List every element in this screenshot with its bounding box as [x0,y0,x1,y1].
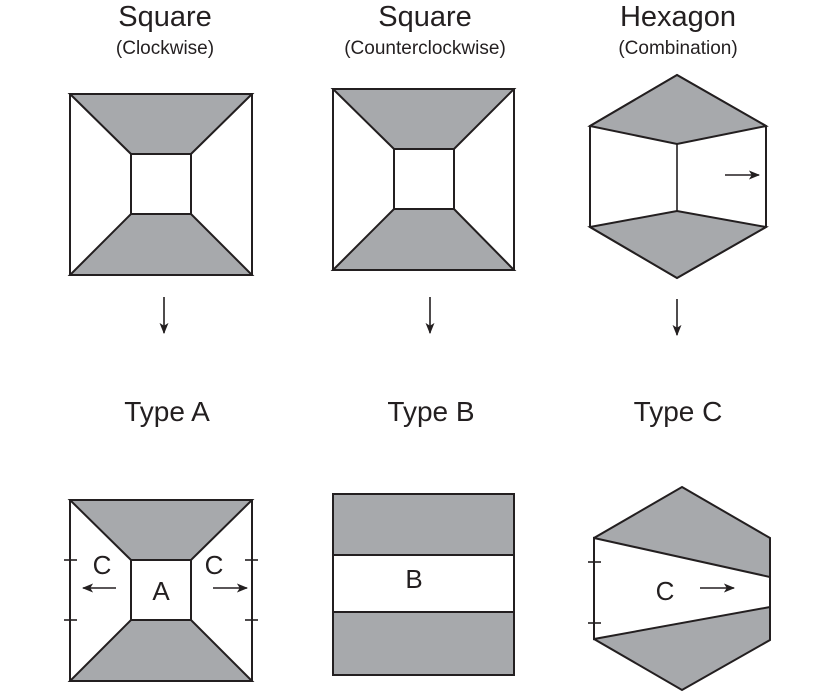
type-a-label: Type A [124,396,210,427]
region-b-label: B [405,564,422,594]
type-a-figure: C A C [64,499,258,682]
square-clockwise-figure [67,93,255,276]
type-b-figure: B [332,493,515,676]
region-c-right-label: C [205,550,224,580]
type-b-label: Type B [387,396,474,427]
column-1-title: Square [118,1,212,33]
column-2-title: Square [378,1,472,33]
square-counterclockwise-figure [330,88,517,271]
column-3-subtitle: (Combination) [618,38,737,59]
region-c-left-label: C [93,550,112,580]
hexagon-combination-figure [587,73,769,280]
type-c-figure: C [588,485,771,692]
column-1-subtitle: (Clockwise) [116,38,214,59]
type-c-label: Type C [634,396,723,427]
region-a-label: A [152,576,170,606]
column-2-subtitle: (Counterclockwise) [344,38,506,59]
region-c-label: C [656,576,675,606]
column-3-title: Hexagon [620,1,736,33]
